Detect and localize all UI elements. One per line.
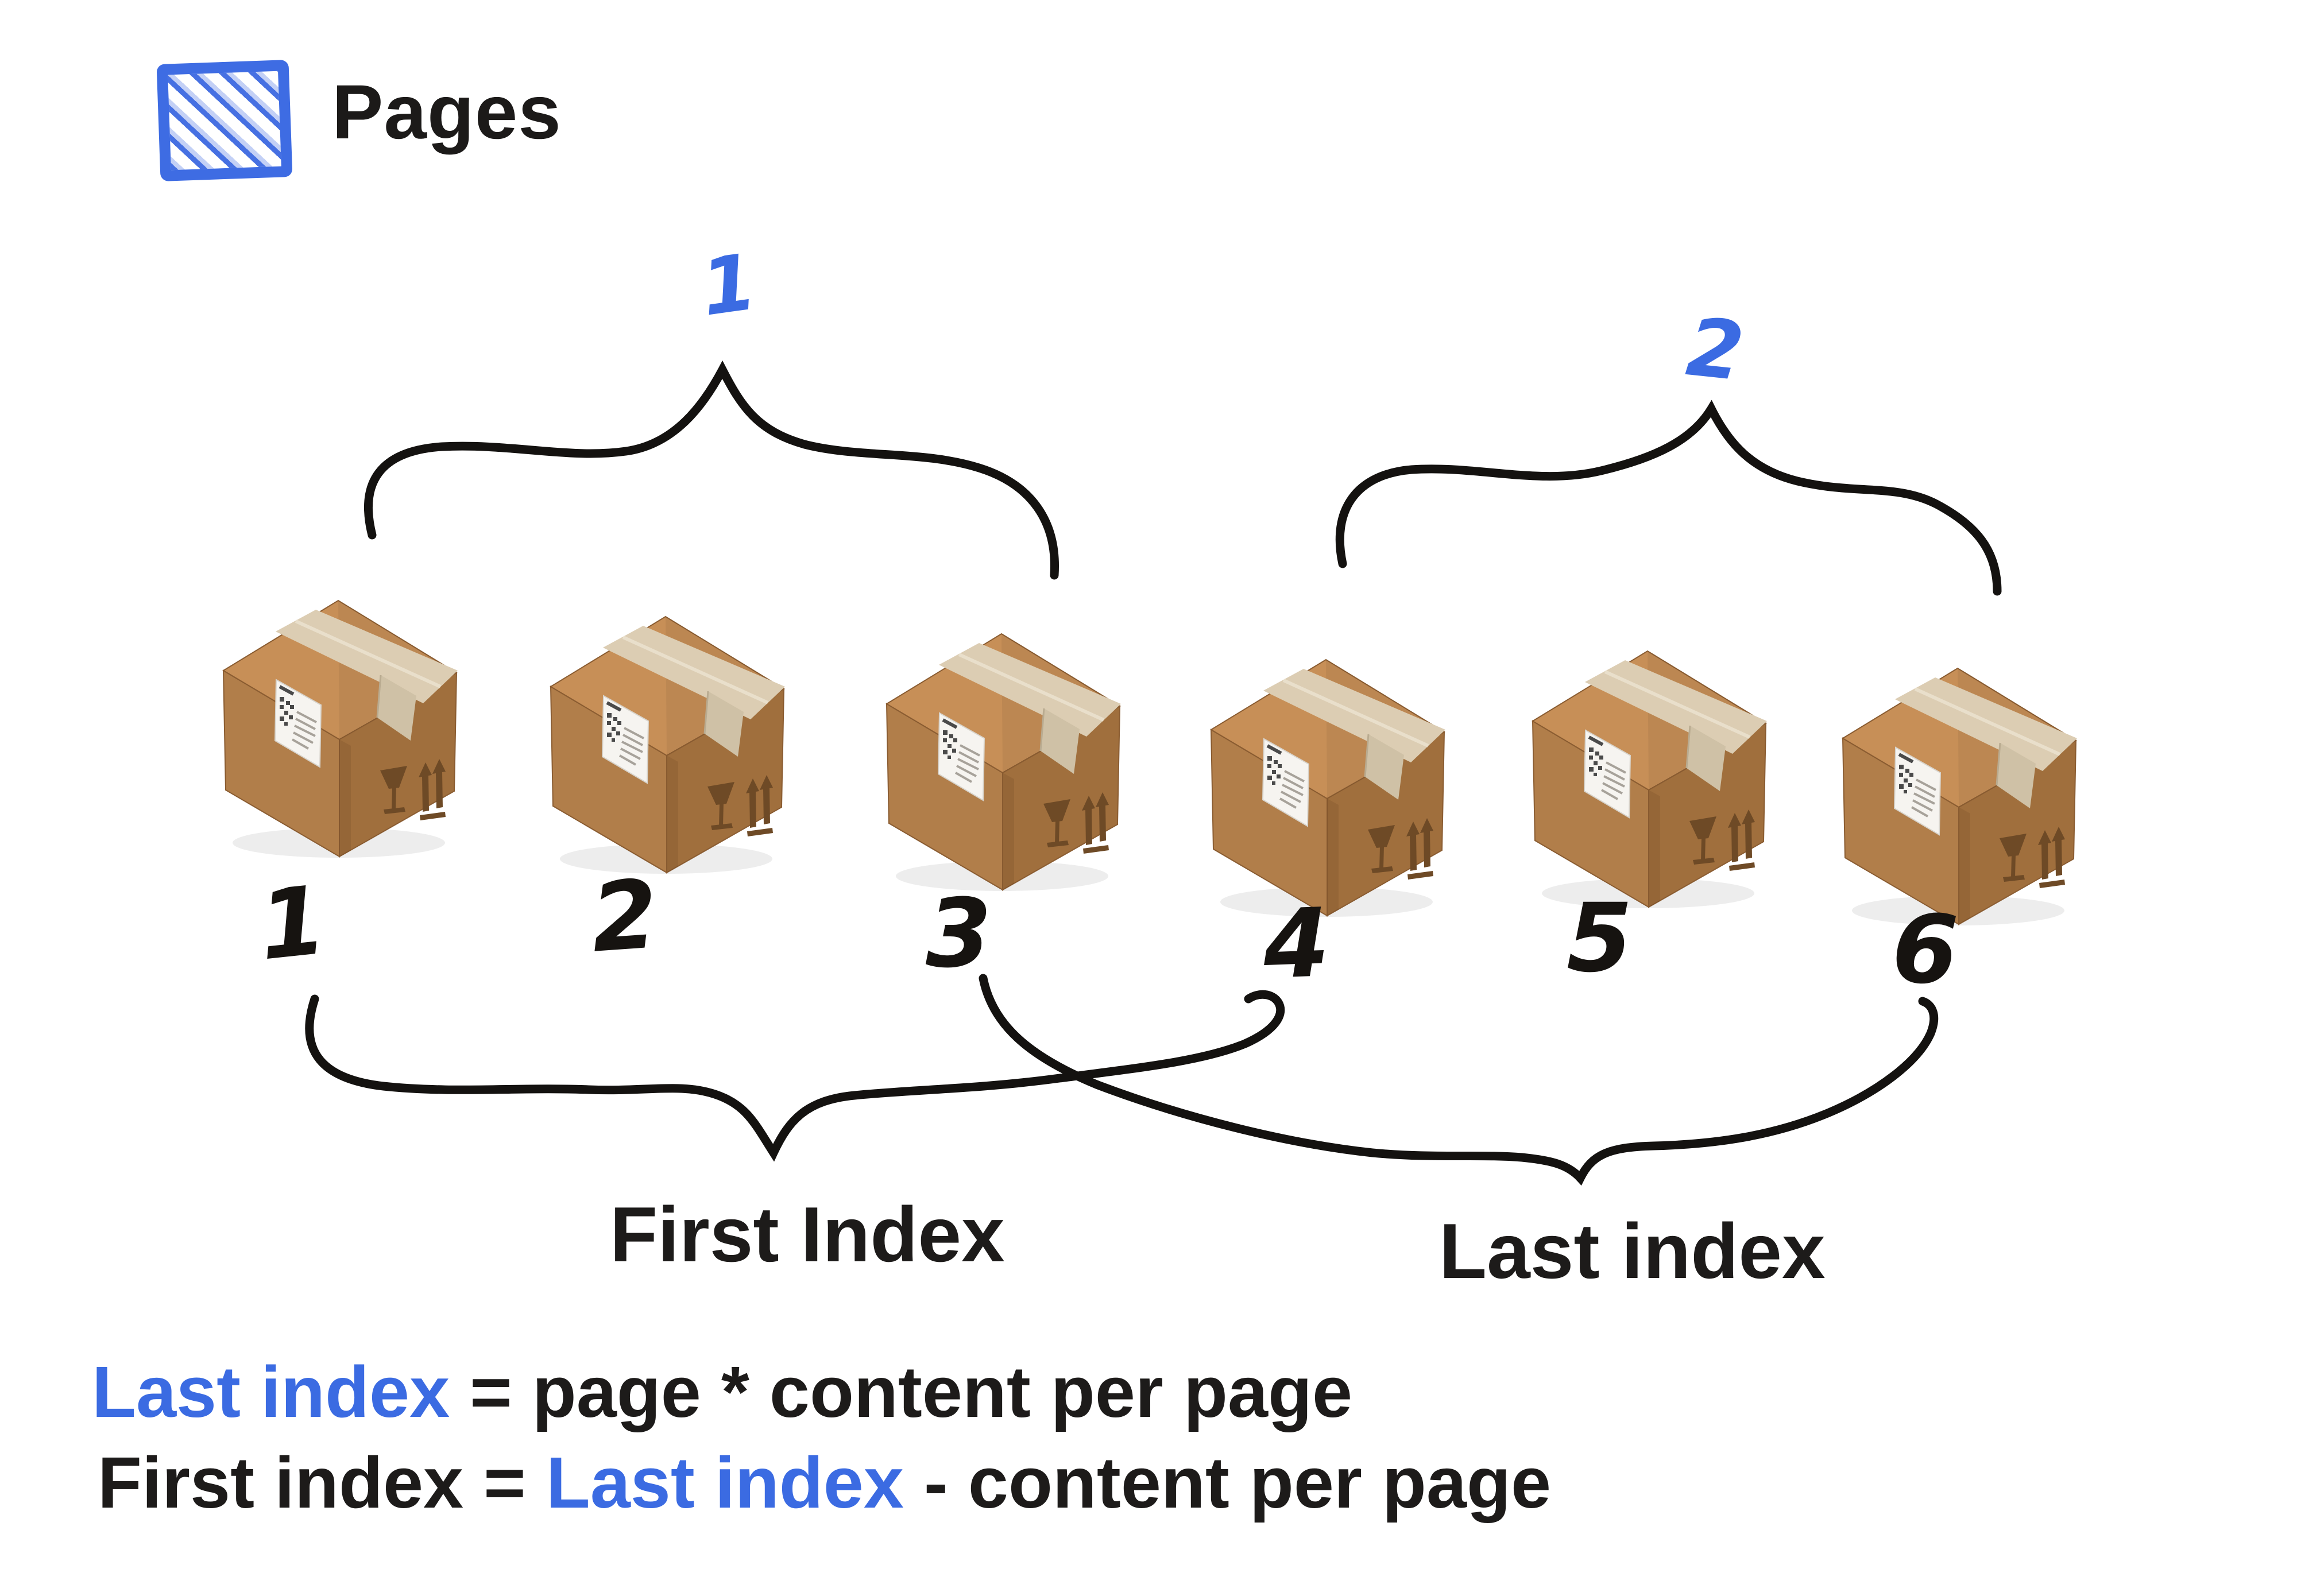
page-2-number: 2 — [1682, 300, 1748, 400]
box-index-3: 3 — [926, 878, 992, 989]
last-index-label: Last index — [1439, 1207, 1826, 1295]
formula1-blue-term: Last index — [92, 1351, 450, 1432]
cardboard-box-1 — [210, 574, 468, 861]
formula1-rest: = page * content per page — [450, 1351, 1353, 1432]
box-index-6: 6 — [1890, 893, 1960, 1006]
box-index-1: 1 — [254, 865, 331, 982]
cardboard-box-3 — [873, 607, 1131, 894]
box-index-2: 2 — [587, 859, 662, 974]
formula2-blue-term: Last index — [546, 1442, 904, 1523]
hatched-square-icon — [156, 60, 293, 181]
first-index-label: First Index — [610, 1191, 1005, 1278]
formula2-prefix: First index = — [98, 1442, 546, 1523]
cardboard-box-2 — [537, 590, 795, 877]
page-title: Pages — [332, 69, 562, 155]
formula-last-index: Last index = page * content per page — [92, 1356, 1352, 1428]
cardboard-box-6 — [1829, 642, 2087, 929]
formula2-suffix: - content per page — [903, 1442, 1552, 1523]
brace-page-2 — [1335, 400, 2002, 596]
box-index-4: 4 — [1261, 888, 1332, 1000]
cardboard-box-4 — [1197, 633, 1456, 920]
brace-page-1 — [364, 360, 1059, 580]
formula-first-index: First index = Last index - content per p… — [98, 1447, 1551, 1519]
cardboard-box-5 — [1519, 625, 1777, 912]
page-1-number: 1 — [695, 237, 762, 334]
box-index-5: 5 — [1567, 883, 1633, 993]
brace-first-index — [305, 990, 1285, 1162]
brace-last-index — [979, 974, 1939, 1186]
